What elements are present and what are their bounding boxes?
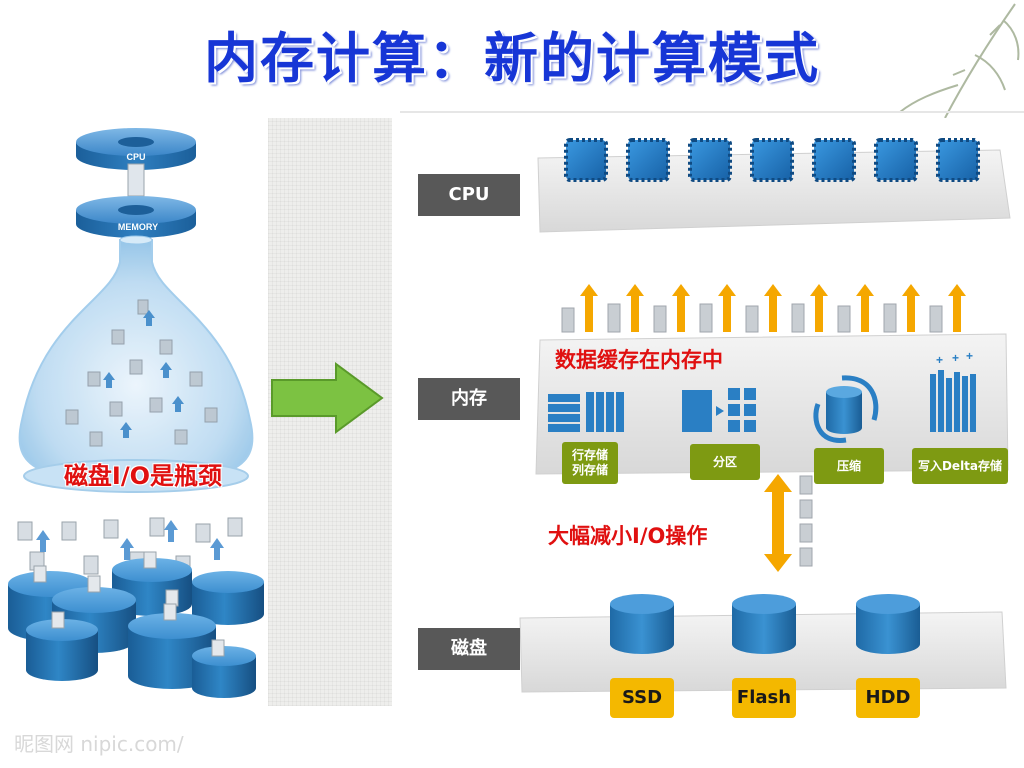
- disk-icon: [732, 594, 796, 654]
- feature-tag-row-column: 行存储 列存储: [562, 442, 618, 484]
- watermark: 昵图网 nipic.com/: [14, 732, 184, 756]
- cpu-chip-icon: [688, 138, 732, 182]
- feature-tag-line: 写入Delta存储: [917, 458, 1003, 473]
- feature-tag-line: 列存储: [571, 463, 608, 477]
- compression-icon: [813, 375, 879, 443]
- cpu-ring-label: CPU: [126, 152, 145, 162]
- io-caption: 大幅减小I/O操作: [548, 524, 708, 548]
- svg-text:+: +: [952, 351, 959, 365]
- bamboo-decor-icon: [899, 3, 1020, 119]
- memory-ring-icon: [76, 196, 196, 238]
- feature-tag-line: 行存储: [571, 448, 608, 462]
- page-title: 内存计算：新的计算模式: [204, 27, 820, 90]
- upward-arrow-icons: [561, 284, 966, 333]
- cpu-chip-icons: [564, 138, 980, 182]
- feature-tag-line: 压缩: [836, 458, 861, 473]
- cpu-chip-icon: [626, 138, 670, 182]
- memory-caption: 数据缓存在内存中: [555, 348, 723, 372]
- layer-label-cpu: CPU: [418, 174, 520, 216]
- cpu-chip-icon: [750, 138, 794, 182]
- feature-tag-line: 分区: [712, 454, 737, 469]
- disk-icon: [610, 594, 674, 654]
- feature-tag-partition: 分区: [690, 444, 760, 480]
- disk-tag-flash: Flash: [732, 678, 796, 718]
- bottleneck-caption: 磁盘I/O是瓶颈: [63, 462, 223, 490]
- bidirectional-arrow-icon: [764, 474, 813, 572]
- cpu-ring-icon: [76, 128, 196, 170]
- disk-tag-hdd: HDD: [856, 678, 920, 718]
- disk-tag-ssd: SSD: [610, 678, 674, 718]
- layer-label-memory: 内存: [418, 378, 520, 420]
- cpu-chip-icon: [874, 138, 918, 182]
- layer-label-disk: 磁盘: [418, 628, 520, 670]
- cpu-chip-icon: [564, 138, 608, 182]
- right-arrow-icon: [271, 362, 384, 434]
- svg-text:+: +: [966, 349, 973, 363]
- delta-store-icon: + + +: [930, 349, 976, 432]
- disk-cylinder-icon: [26, 619, 98, 681]
- svg-text:+: +: [936, 353, 943, 367]
- row-column-store-icon: [548, 392, 624, 432]
- disk-icon: [856, 594, 920, 654]
- memory-ring-label: MEMORY: [118, 222, 158, 232]
- disk-cylinder-icon: [192, 571, 264, 625]
- cpu-chip-icon: [936, 138, 980, 182]
- partition-icon: [682, 388, 756, 432]
- feature-tag-compression: 压缩: [814, 448, 884, 484]
- feature-tag-delta: 写入Delta存储: [912, 448, 1008, 484]
- cpu-chip-icon: [812, 138, 856, 182]
